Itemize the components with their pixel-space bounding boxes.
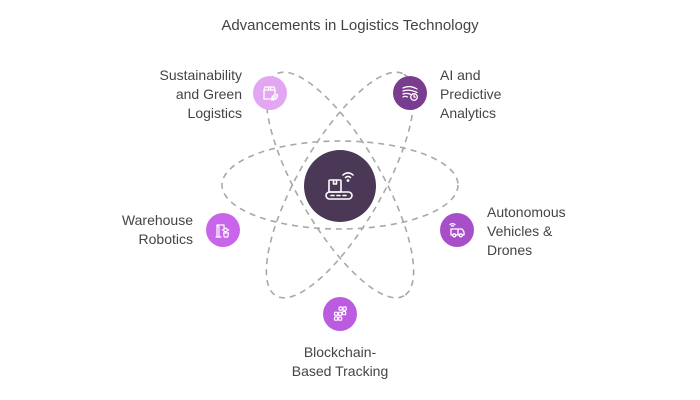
- diagram-title: Advancements in Logistics Technology: [221, 17, 479, 34]
- label-sustainability: Sustainability and Green Logistics: [159, 67, 243, 121]
- node-ai-analytics[interactable]: [393, 76, 427, 110]
- label-warehouse-robotics: Warehouse Robotics: [121, 212, 193, 247]
- orbit-diagonal-right: [265, 71, 415, 299]
- orbit-horizontal: [221, 140, 459, 230]
- truck-wifi-icon: [449, 222, 465, 238]
- node-warehouse-robotics[interactable]: [206, 213, 240, 247]
- orbit-diagonal-left: [265, 71, 415, 299]
- box-leaf-icon: [263, 86, 279, 101]
- conveyor-wifi-icon: [325, 172, 354, 200]
- center-hub: [304, 150, 376, 222]
- label-blockchain: Blockchain- Based Tracking: [291, 344, 389, 379]
- node-autonomous-vehicles[interactable]: [440, 213, 474, 247]
- label-ai-analytics: AI and Predictive Analytics: [440, 67, 502, 121]
- robot-arm-icon: [215, 224, 230, 238]
- node-blockchain[interactable]: [323, 297, 357, 331]
- node-sustainability[interactable]: [253, 76, 287, 110]
- analytics-wind-clock-icon: [402, 85, 418, 101]
- blocks-chain-icon: [333, 306, 347, 321]
- label-autonomous-vehicles: Autonomous Vehicles & Drones: [487, 204, 566, 258]
